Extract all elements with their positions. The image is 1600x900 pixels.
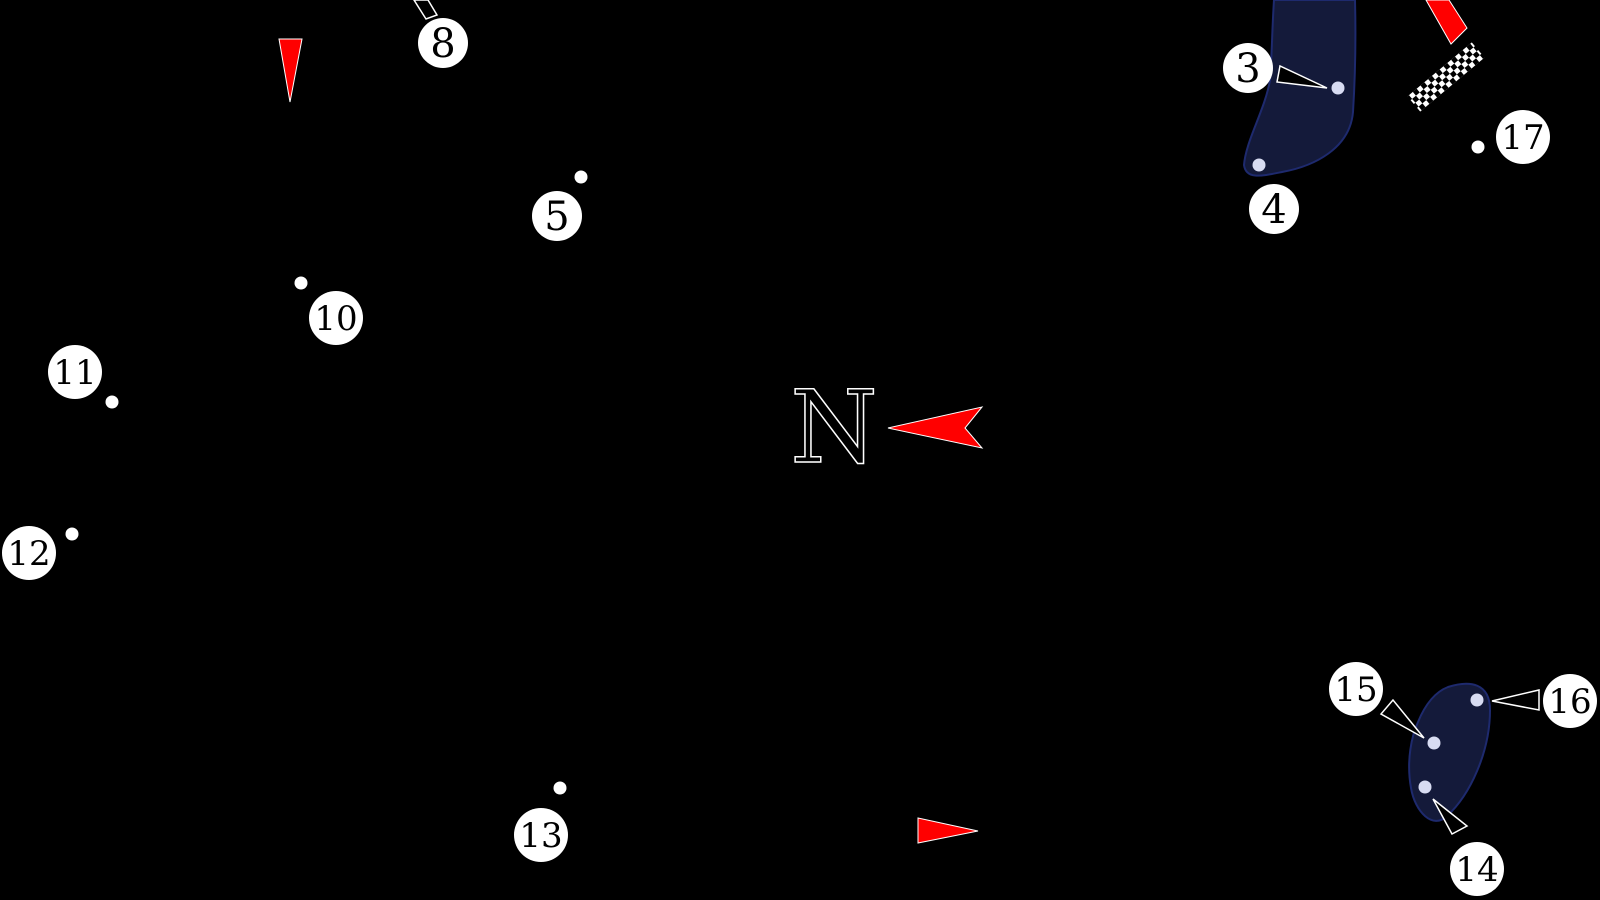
- turn-label-10-text: 10: [314, 299, 357, 339]
- turn-label-11: 11: [48, 345, 102, 399]
- turn-label-13: 13: [514, 808, 568, 862]
- turn-label-8: 8: [418, 18, 468, 68]
- label-pointer-14: [1432, 798, 1469, 836]
- turn-label-17: 17: [1496, 110, 1550, 164]
- compass-north-label: N: [790, 369, 878, 486]
- direction-arrow-icon: [917, 817, 979, 844]
- turn-label-14-text: 14: [1455, 850, 1498, 890]
- turn-point-10: [294, 276, 308, 290]
- turn-point-14: [1418, 780, 1432, 794]
- turn-label-14: 14: [1450, 842, 1504, 896]
- turn-label-10: 10: [309, 291, 363, 345]
- turn-point-3: [1331, 81, 1345, 95]
- turn-label-3-text: 3: [1235, 46, 1260, 92]
- direction-arrow-icon: [1425, 0, 1468, 45]
- turn-label-4: 4: [1249, 184, 1299, 234]
- turn-point-12: [65, 527, 79, 541]
- turn-point-13: [553, 781, 567, 795]
- turn-point-16: [1470, 693, 1484, 707]
- chequered-flag-icon: [1407, 42, 1485, 112]
- turn-label-16: 16: [1543, 674, 1597, 728]
- turn-label-15-text: 15: [1334, 670, 1377, 710]
- turn-label-11-text: 11: [53, 353, 96, 393]
- turn-label-17-text: 17: [1501, 118, 1544, 158]
- turn-point-4: [1252, 158, 1266, 172]
- turn-label-5: 5: [532, 191, 582, 241]
- turn-label-13-text: 13: [519, 816, 562, 856]
- runoff-zone-turns-3-4: [1242, 0, 1357, 177]
- turn-label-15: 15: [1329, 662, 1383, 716]
- turn-label-12: 12: [2, 526, 56, 580]
- turn-label-5-text: 5: [544, 194, 569, 240]
- label-pointer-16: [1491, 689, 1540, 711]
- direction-arrow-icon: [278, 38, 303, 103]
- turn-point-5: [574, 170, 588, 184]
- turn-label-16-text: 16: [1548, 682, 1591, 722]
- turn-label-8-text: 8: [430, 21, 455, 67]
- label-pointer-15: [1379, 698, 1425, 739]
- turn-label-3: 3: [1223, 43, 1273, 93]
- label-pointer-8: [413, 0, 439, 20]
- turn-point-17: [1471, 140, 1485, 154]
- turn-point-15: [1427, 736, 1441, 750]
- turn-point-11: [105, 395, 119, 409]
- turn-label-4-text: 4: [1261, 187, 1286, 233]
- label-pointer-3: [1276, 64, 1328, 89]
- compass-arrow-icon: [887, 406, 984, 449]
- turn-label-12-text: 12: [7, 534, 50, 574]
